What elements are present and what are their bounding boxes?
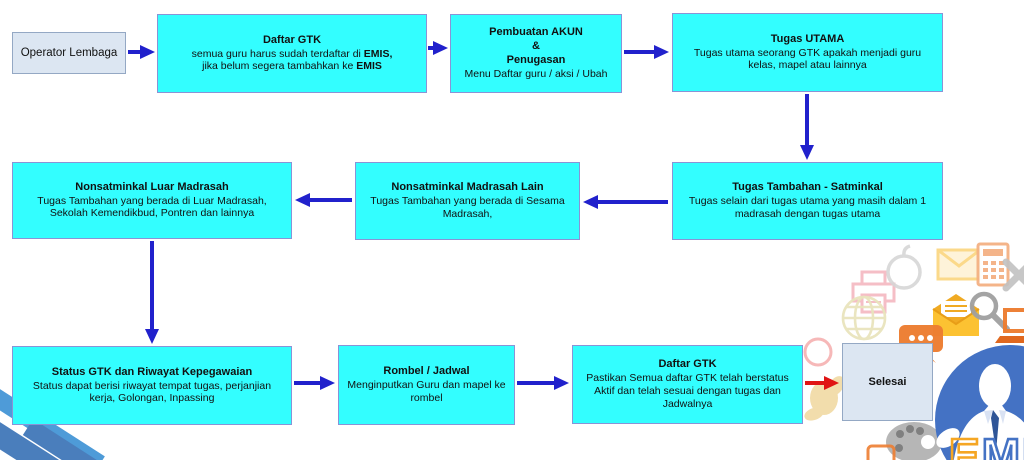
flow-node-daftar-gtk-akhir: Daftar GTK Pastikan Semua daftar GTK tel…	[572, 345, 803, 424]
node-title: &	[532, 40, 540, 53]
node-label: Operator Lembaga	[20, 47, 118, 59]
flow-node-tugas-utama: Tugas UTAMA Tugas utama seorang GTK apak…	[672, 13, 943, 92]
node-title: Nonsatminkal Madrasah Lain	[391, 181, 544, 194]
person-avatar	[935, 345, 1024, 460]
flow-node-operator-lembaga: Operator Lembaga	[12, 32, 126, 74]
globe-icon	[841, 295, 887, 341]
flow-node-rombel-jadwal: Rombel / Jadwal Menginputkan Guru dan ma…	[338, 345, 515, 425]
node-body-line: jika belum segera tambahkan ke EMIS	[202, 60, 382, 73]
flow-node-nonsatminkal-luar-madrasah: Nonsatminkal Luar Madrasah Tugas Tambaha…	[12, 162, 292, 239]
open-envelope-icon	[932, 294, 980, 336]
node-title: Nonsatminkal Luar Madrasah	[75, 180, 229, 193]
node-title: Tugas UTAMA	[770, 32, 845, 45]
node-body: Pastikan Semua daftar GTK telah berstatu…	[586, 372, 789, 410]
node-body: Tugas Tambahan yang berada di Luar Madra…	[37, 194, 267, 220]
magnifying-glass-icon	[969, 291, 1010, 332]
calculator-icon	[976, 242, 1010, 287]
emis-logo: EMIS	[948, 428, 1024, 460]
node-title: Status GTK dan Riwayat Kepegawaian	[51, 365, 253, 378]
node-label: Selesai	[868, 376, 907, 388]
node-title: Tugas Tambahan - Satminkal	[732, 181, 883, 194]
flow-node-selesai: Selesai	[842, 343, 933, 421]
circle-outline-icon	[803, 337, 833, 367]
flow-node-daftar-gtk-awal: Daftar GTK semua guru harus sudah terdaf…	[157, 14, 427, 93]
node-title: Penugasan	[506, 53, 566, 66]
node-body: Menginputkan Guru dan mapel ke rombel	[347, 379, 506, 404]
node-body: Tugas selain dari tugas utama yang masih…	[688, 195, 927, 220]
node-body: Status dapat berisi riwayat tempat tugas…	[32, 379, 272, 405]
flow-node-pembuatan-akun: Pembuatan AKUN & Penugasan Menu Daftar g…	[450, 14, 622, 93]
node-title: Pembuatan AKUN	[489, 26, 583, 39]
apple-icon	[886, 244, 922, 290]
node-title: Daftar GTK	[262, 33, 322, 46]
printer-icon	[851, 270, 896, 314]
laptop-icon	[995, 308, 1024, 343]
svg-text:EMIS: EMIS	[949, 429, 1024, 460]
node-body-line: semua guru harus sudah terdaftar di EMIS…	[191, 47, 393, 60]
flow-node-status-gtk-riwayat: Status GTK dan Riwayat Kepegawaian Statu…	[12, 346, 292, 425]
node-body: Menu Daftar guru / aksi / Ubah	[464, 67, 608, 80]
square-outline-icon	[866, 444, 896, 460]
node-title: Rombel / Jadwal	[383, 365, 470, 378]
flow-node-tugas-tambahan-satminkal: Tugas Tambahan - Satminkal Tugas selain …	[672, 162, 943, 240]
flow-node-nonsatminkal-madrasah-lain: Nonsatminkal Madrasah Lain Tugas Tambaha…	[355, 162, 580, 240]
node-title: Daftar GTK	[658, 358, 717, 371]
palette-icon	[886, 422, 942, 460]
node-body: Tugas Tambahan yang berada di Sesama Mad…	[370, 195, 565, 220]
node-body: Tugas utama seorang GTK apakah menjadi g…	[693, 46, 922, 72]
crossed-tools-icon	[1002, 258, 1024, 292]
envelope-icon	[936, 248, 982, 281]
